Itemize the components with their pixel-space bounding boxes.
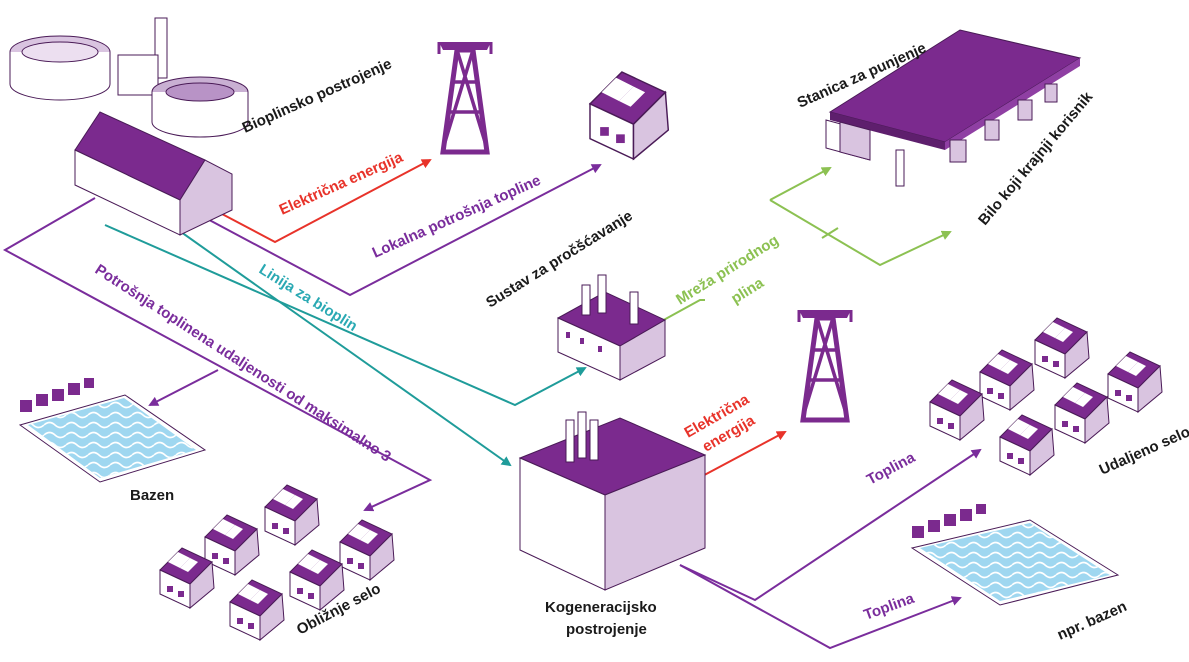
electricity-arrow-top (204, 159, 432, 244)
heat-to-remote-village-arrow (679, 448, 982, 602)
label-e-g-pool: npr. bazen (1055, 598, 1130, 644)
label-heat-1: Toplina (864, 449, 919, 489)
label-gas-grid-1: Mreža prirodnog (673, 232, 782, 309)
biogas-plant-icon (9, 17, 249, 236)
pool-icon-left (18, 378, 207, 483)
nearby-village-icon (159, 484, 395, 641)
heat-to-pool-2-arrow (679, 564, 962, 650)
local-heat-arrow (199, 164, 602, 297)
gas-grid-to-user-arrow (769, 199, 952, 267)
purification-system-icon (556, 274, 667, 381)
power-tower-icon-chp (799, 310, 851, 420)
label-pool: Bazen (130, 487, 174, 504)
biogas-line-arrow-to-chp (149, 209, 512, 467)
heat-to-pool-arrow (148, 369, 219, 406)
label-chp-1: Kogeneracijsko (545, 599, 657, 616)
biogas-line-arrow-to-purifier (104, 224, 587, 407)
chp-plant-icon (518, 411, 707, 591)
flow-lines (2, 159, 982, 650)
house-icon-local (589, 71, 670, 160)
label-local-heat: Lokalna potrošnja topline (370, 172, 544, 262)
power-tower-icon-top (439, 42, 491, 152)
label-chp-2: postrojenje (566, 621, 647, 638)
gas-grid-branch (659, 299, 705, 323)
label-biogas-plant: Bioplinsko postrojenje (240, 55, 395, 136)
label-gas-grid-2: plina (728, 274, 767, 307)
heat-distance-line (2, 197, 433, 512)
label-remote-village: Udaljeno selo (1097, 423, 1189, 478)
electricity-arrow-chp (694, 431, 787, 481)
charging-station-icon (825, 29, 1082, 187)
pool-icon-right (910, 504, 1120, 606)
gas-grid-to-station-arrow (769, 167, 832, 201)
gas-grid-tick (821, 227, 839, 239)
